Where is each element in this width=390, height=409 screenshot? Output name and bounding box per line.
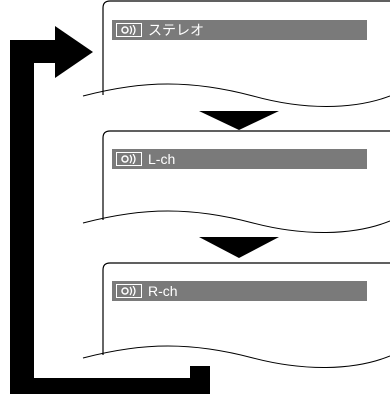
audio-mode-label: R-ch [148, 283, 178, 299]
down-arrow-1 [199, 111, 279, 130]
down-arrow-2 [199, 237, 279, 258]
audio-mode-label: ステレオ [148, 22, 204, 38]
screen-frame [82, 130, 390, 233]
loop-arrow [10, 26, 210, 394]
audio-mode-bar-lch: L-ch [112, 149, 367, 169]
audio-mode-label: L-ch [148, 151, 176, 167]
audio-output-icon [116, 152, 142, 166]
screen-frame [82, 0, 390, 107]
audio-output-icon [116, 23, 142, 37]
audio-mode-bar-rch: R-ch [112, 281, 367, 301]
screen-frame [82, 262, 390, 368]
audio-output-icon [116, 284, 142, 298]
audio-mode-bar-stereo: ステレオ [112, 20, 367, 40]
